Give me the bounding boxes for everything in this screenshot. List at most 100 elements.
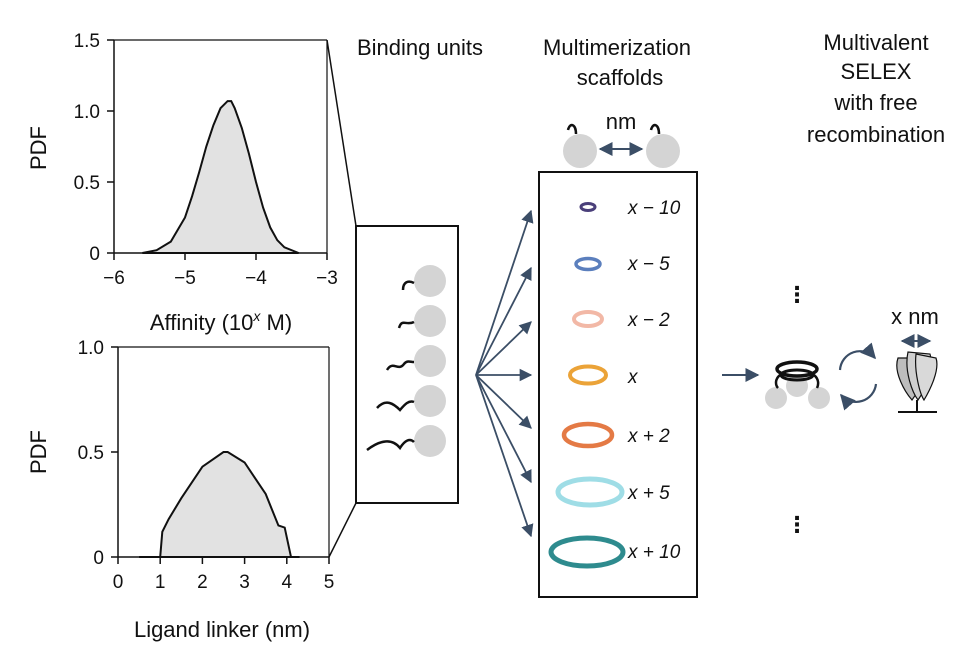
fan-arrows <box>475 209 534 538</box>
distance-label: nm <box>606 109 637 134</box>
ellipsis-top: ⋮ <box>786 282 808 307</box>
protein-lobe <box>915 353 938 402</box>
target-distance-label: x nm <box>891 304 939 329</box>
linker-x-tick-label: 0 <box>113 572 124 593</box>
ligand-linker <box>649 123 661 135</box>
binding-unit-list <box>366 265 446 457</box>
affinity-x-tick-label: −5 <box>174 268 196 289</box>
affinity-xlabel: Affinity (10x M) <box>150 308 292 335</box>
scaffold-label: x + 2 <box>627 426 670 447</box>
linker-x-tick-label: 3 <box>239 572 250 593</box>
binding-unit <box>366 425 446 457</box>
selex-title-line2: SELEX <box>841 59 912 84</box>
scaffold-item: x − 2 <box>572 310 670 331</box>
ellipsis-bottom: ⋮ <box>786 512 808 537</box>
affinity-y-tick-label: 1.0 <box>74 102 100 123</box>
scaffold-item: x + 2 <box>561 421 670 449</box>
linker-xlabel: Ligand linker (nm) <box>134 617 310 642</box>
linker-x-tick-label: 2 <box>197 572 208 593</box>
bead <box>414 265 446 297</box>
bead <box>414 345 446 377</box>
arrow <box>475 374 532 484</box>
scaffold-label: x − 2 <box>627 310 670 331</box>
affinity-x-tick-label: −6 <box>103 268 125 289</box>
affinity-y-tick-label: 0 <box>89 244 100 265</box>
arrow <box>475 321 532 376</box>
arrow <box>475 209 534 376</box>
affinity-ylabel: PDF <box>26 126 51 170</box>
scaffold-ring <box>574 256 602 272</box>
ligand-linker <box>566 123 578 135</box>
ligand-linker <box>376 400 415 412</box>
affinity-y-tick-label: 0.5 <box>74 173 100 194</box>
linker-pdf-area <box>139 451 300 558</box>
scaffold-item: x <box>568 364 639 388</box>
linker-y-tick-label: 1.0 <box>78 338 104 359</box>
affinity-pdf-area <box>142 100 299 254</box>
bead <box>414 385 446 417</box>
scaffold-label: x − 10 <box>627 198 681 219</box>
arrow <box>475 266 532 376</box>
scaffold-label: x + 10 <box>627 542 681 563</box>
cycle-arrow <box>839 383 878 411</box>
affinity-x-tick-label: −3 <box>316 268 338 289</box>
arrow <box>475 374 534 538</box>
scaffolds-box <box>538 171 698 598</box>
distance-illustration: nm <box>563 109 680 168</box>
recombination-cycle <box>838 342 878 411</box>
scaffold-item: x − 5 <box>574 254 670 275</box>
scaffold-ring <box>775 360 819 378</box>
cycle-arrow <box>838 342 877 371</box>
zoom-line-bottom <box>328 502 357 558</box>
scaffold-ring <box>568 364 608 386</box>
linker-y-tick-label: 0.5 <box>78 443 104 464</box>
binding-unit <box>397 305 446 337</box>
scaffold-ring <box>548 535 626 569</box>
zoom-line-top <box>326 39 357 227</box>
bead <box>414 305 446 337</box>
scaffold-ring <box>579 202 597 212</box>
binding-units-box <box>355 225 459 504</box>
target-protein: x nm <box>891 304 939 413</box>
scaffolds-title-line2: scaffolds <box>577 65 663 90</box>
ligand-linker <box>813 374 820 389</box>
affinity-x-tick-label: −4 <box>245 268 267 289</box>
scaffold-label: x − 5 <box>627 254 670 275</box>
linker-x-tick-label: 5 <box>324 572 335 593</box>
ligand-linker <box>401 280 415 291</box>
scaffold-ring <box>555 476 625 508</box>
scaffold-item: x − 10 <box>579 198 681 219</box>
binding-unit <box>376 385 446 417</box>
ligand-linker <box>397 320 415 329</box>
arrow <box>475 374 532 429</box>
selex-title-line4: recombination <box>807 122 945 147</box>
bead <box>765 387 787 409</box>
scaffold-ring <box>572 310 604 328</box>
bead <box>414 425 446 457</box>
scaffold-item: x + 10 <box>548 535 681 569</box>
scaffold-ring <box>561 421 615 449</box>
linker-ylabel: PDF <box>26 430 51 474</box>
selex-title: Multivalent SELEX with free recombinatio… <box>807 30 945 147</box>
multivalent-complex <box>765 360 830 409</box>
ligand-linker <box>366 438 415 451</box>
bead <box>563 134 597 168</box>
scaffold-item: x + 5 <box>555 476 670 508</box>
affinity-y-tick-label: 1.5 <box>74 31 100 52</box>
bead <box>646 134 680 168</box>
ligand-linker <box>774 374 781 389</box>
scaffold-label: x <box>627 367 639 388</box>
scaffold-list: x − 10 x − 5 x − 2 x x + 2 x + 5 x + 10 <box>548 198 681 569</box>
scaffolds-title-line1: Multimerization <box>543 35 691 60</box>
bead <box>808 387 830 409</box>
binding-units-title: Binding units <box>357 35 483 60</box>
selex-title-line3: with free <box>833 90 917 115</box>
scaffold-ring <box>779 368 815 382</box>
linker-x-tick-label: 4 <box>282 572 293 593</box>
ligand-linker <box>385 360 415 371</box>
linker-y-tick-label: 0 <box>93 548 104 569</box>
selex-title-line1: Multivalent <box>823 30 928 55</box>
binding-unit <box>385 345 446 377</box>
